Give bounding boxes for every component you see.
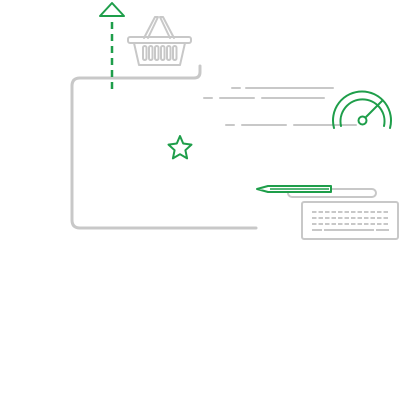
frame-outline xyxy=(70,64,258,230)
star-icon xyxy=(167,135,193,160)
speedometer-icon xyxy=(332,90,392,129)
upload-arrow-icon xyxy=(99,2,125,92)
shopping-basket-icon xyxy=(127,16,192,66)
pen-icon xyxy=(256,185,377,198)
keyboard-icon xyxy=(301,201,399,240)
speed-lines xyxy=(203,87,357,126)
